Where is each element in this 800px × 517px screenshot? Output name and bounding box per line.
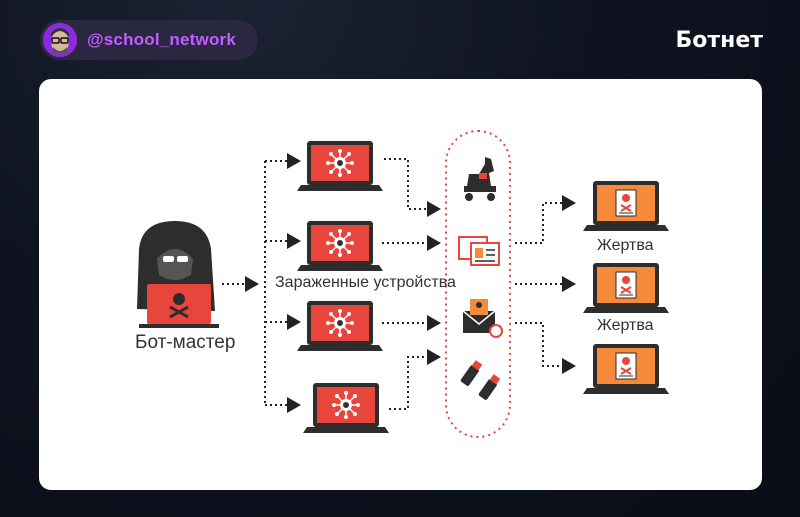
victim-label-2: Жертва [597,317,654,334]
malware-devices-icon [460,360,501,400]
channel-handle[interactable]: @school_network [87,30,236,49]
diagram-card: Бот-мастер Зараженные устройства Жертва … [39,79,762,490]
infected-laptop-2 [297,221,383,271]
attack-capsule [445,130,511,438]
trojan-horse-icon [464,157,496,201]
channel-badge[interactable]: @school_network [40,20,258,60]
avatar [43,23,77,57]
id-cards-icon [458,236,500,266]
page-title: Ботнет [675,28,763,53]
infected-devices-label: Зараженные устройства [275,274,456,291]
bot-master-icon [137,221,219,328]
phishing-email-icon [462,299,503,338]
victim-label-1: Жертва [597,237,654,254]
victim-laptop-3 [582,343,670,395]
botnet-diagram [137,130,670,438]
victim-laptop-2 [582,262,670,314]
avatar-face-icon [43,23,77,57]
infected-laptop-3 [297,301,383,351]
bot-master-label: Бот-мастер [135,332,236,353]
infected-laptop-1 [297,141,383,191]
victim-laptop-1 [582,180,670,232]
infected-laptop-4 [303,383,389,433]
